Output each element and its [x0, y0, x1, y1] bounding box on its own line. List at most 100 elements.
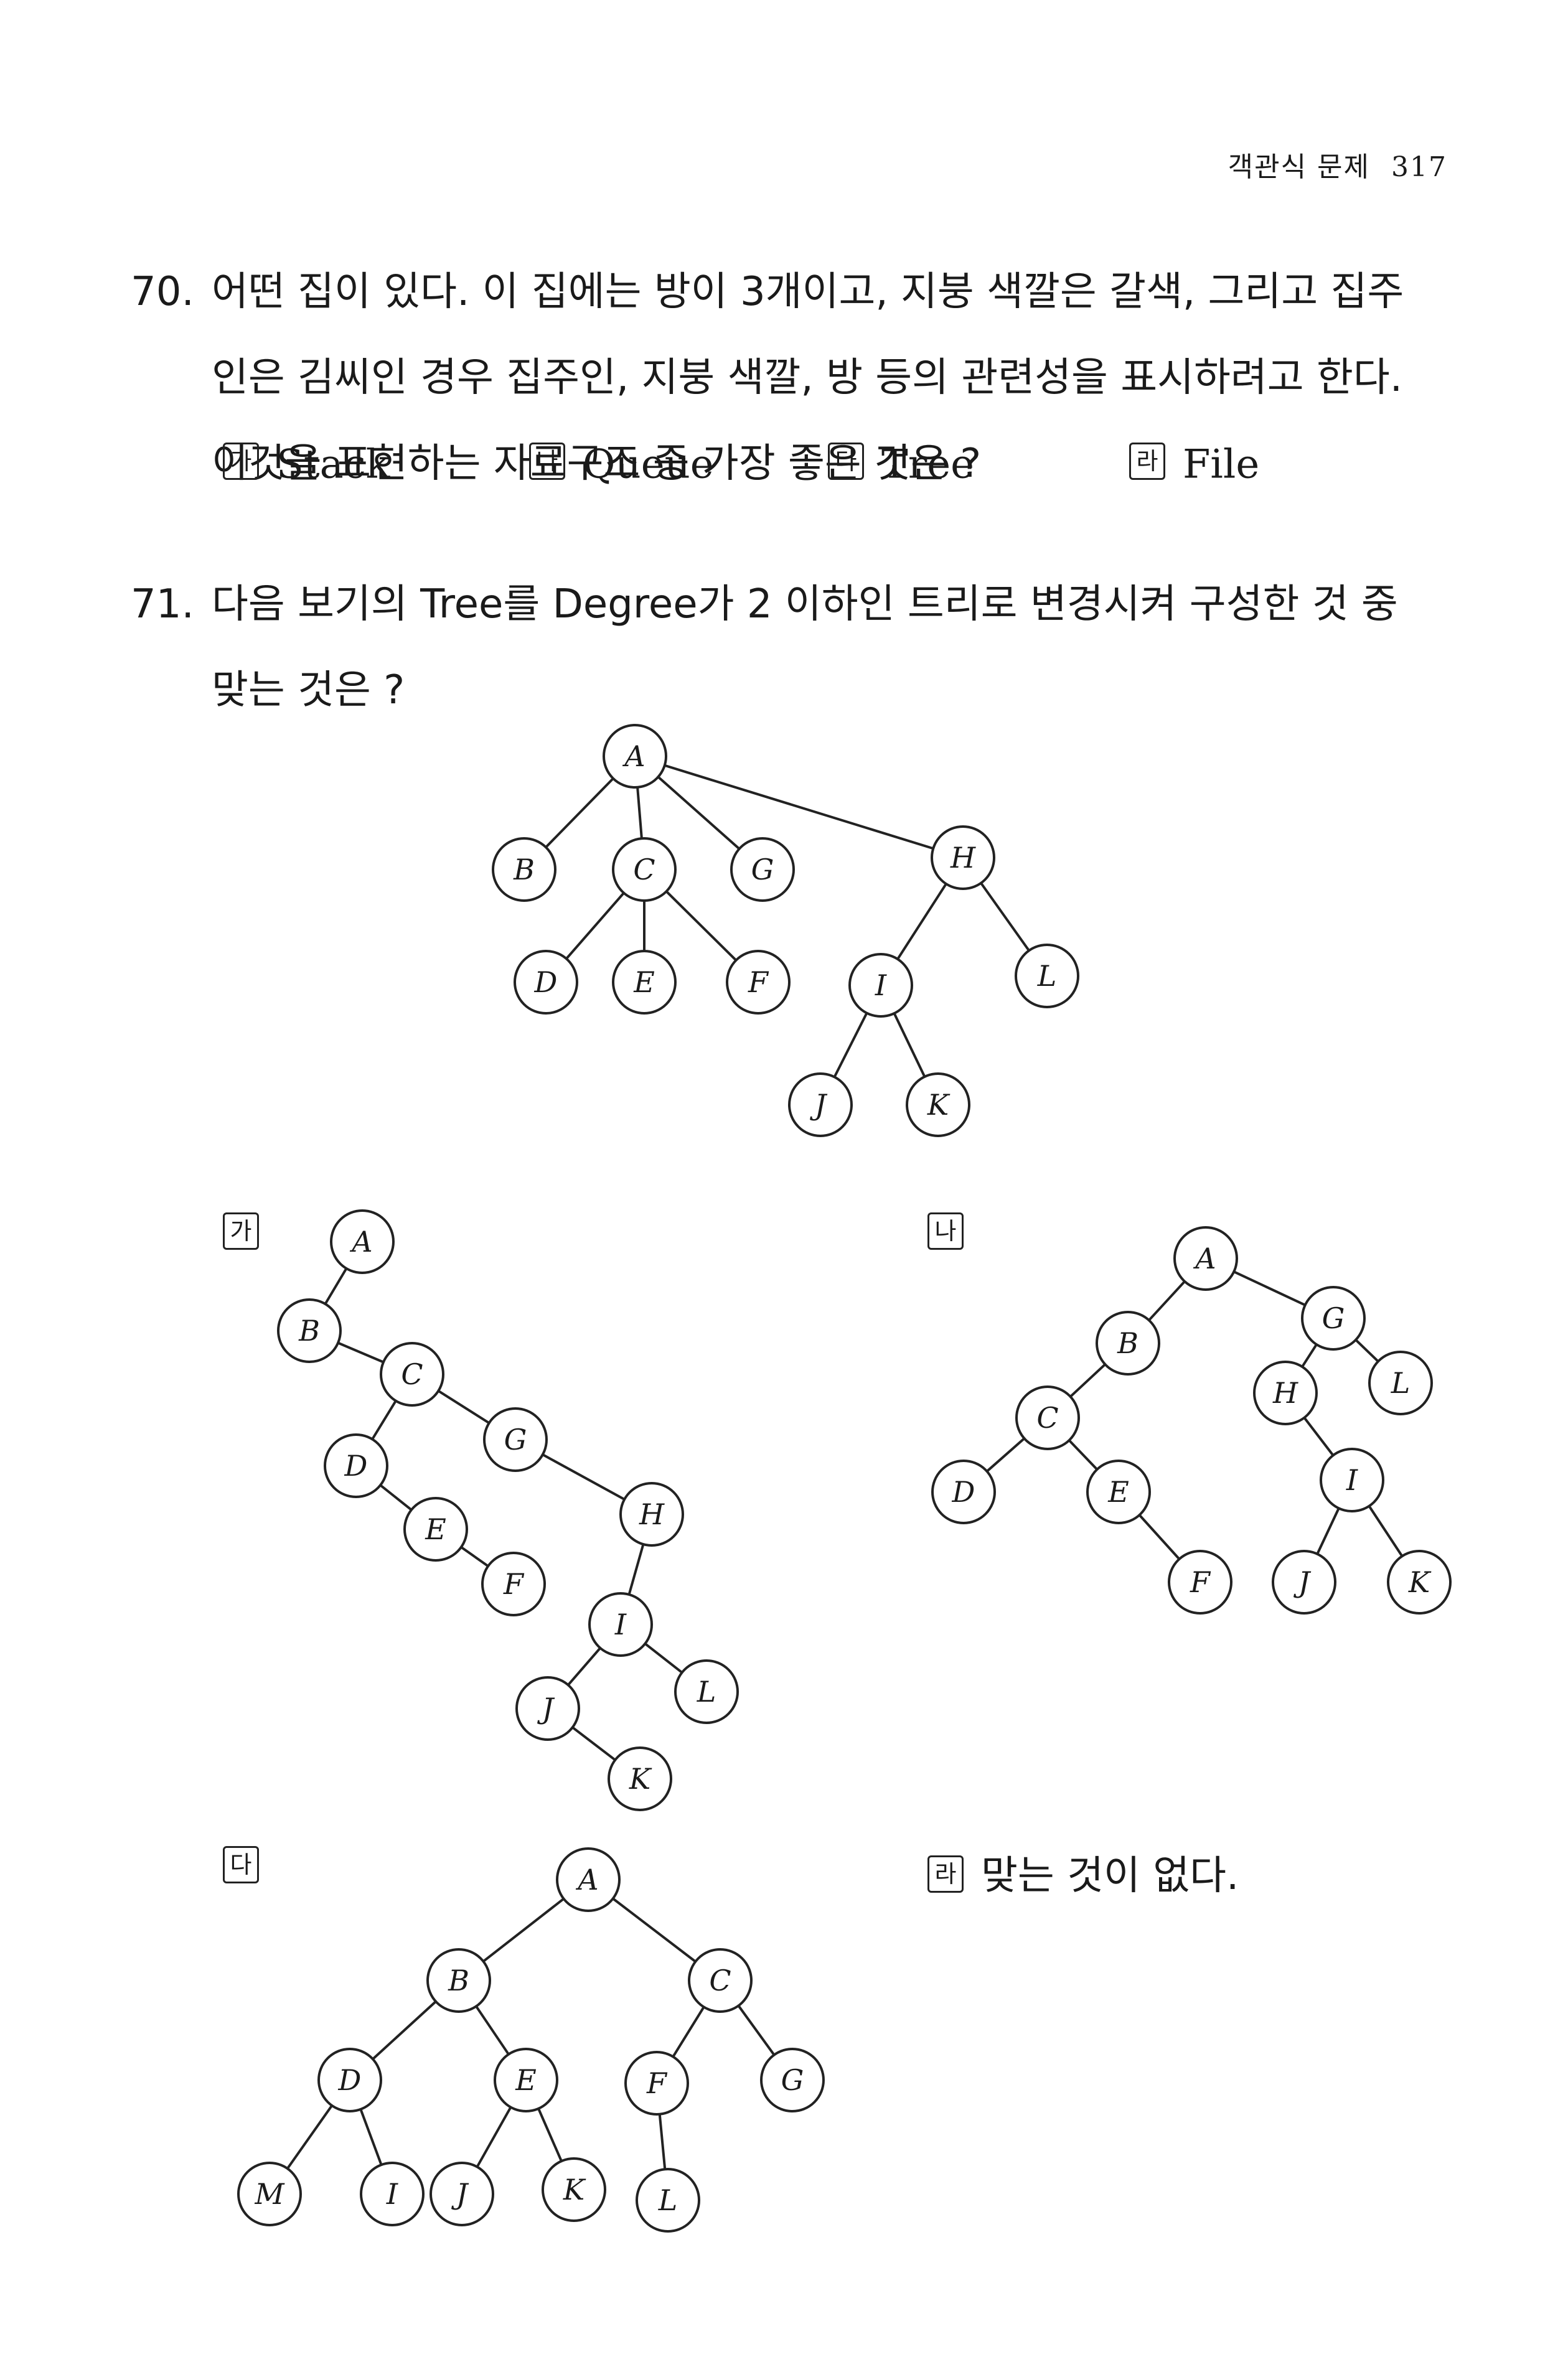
tree-edge [460, 1546, 489, 1567]
tree-edge [545, 777, 614, 848]
tree-node: K [542, 2157, 606, 2222]
tree-node: F [1168, 1550, 1232, 1615]
tree-edge [337, 1341, 384, 1364]
question-number: 71. [131, 581, 194, 627]
option-mark: 다 [223, 1846, 259, 1883]
tree-node: A [1173, 1226, 1238, 1291]
tree-edge [893, 1013, 926, 1077]
tree-node-label: G [1322, 1301, 1345, 1335]
tree-node: G [483, 1407, 548, 1472]
tree-node-circle [760, 2048, 825, 2112]
tree-edge [986, 1437, 1025, 1473]
tree-node: B [492, 837, 556, 902]
tree-edge [571, 1726, 616, 1761]
tree-node-circle [612, 950, 677, 1015]
tree-node-circle [1096, 1311, 1160, 1376]
tree-node-label: C [1036, 1401, 1058, 1435]
tree-node-label: F [748, 965, 769, 999]
tree-node-circle [1015, 944, 1079, 1008]
tree-node-circle [931, 825, 995, 890]
tree-node-label: L [658, 2183, 678, 2217]
option-c-label[interactable]: 다 [223, 1846, 259, 1887]
tree-node-circle [674, 1659, 739, 1724]
tree-node-circle [514, 950, 578, 1015]
option-a[interactable]: 가 Stack [223, 439, 390, 488]
tree-node: L [674, 1659, 739, 1724]
question-70: 70. 어떤 집이 있다. 이 집에는 방이 3개이고, 지붕 색깔은 갈색, … [131, 249, 1444, 507]
option-c[interactable]: 다 Tree [828, 439, 974, 488]
tree-node: K [906, 1072, 970, 1137]
option-text: Tree [881, 441, 975, 488]
tree-node-circle [330, 1209, 395, 1274]
tree-node-circle [556, 1847, 621, 1912]
tree-edge [438, 1390, 490, 1424]
tree-node: I [1320, 1448, 1384, 1512]
tree-node-label: L [1037, 959, 1057, 993]
tree-node: L [636, 2168, 700, 2233]
tree-edge [658, 2114, 667, 2170]
tree-node-circle [277, 1298, 342, 1363]
option-b-label[interactable]: 나 [927, 1212, 964, 1254]
tree-node: B [426, 1948, 491, 2013]
tree-node: M [237, 2162, 302, 2226]
tree-node: D [317, 2048, 382, 2112]
tree-edge [1138, 1514, 1180, 1560]
tree-node-label: I [614, 1608, 627, 1641]
tree-node-label: M [254, 2177, 285, 2211]
tree-node-label: H [950, 841, 976, 874]
tree-node-label: H [1272, 1376, 1298, 1410]
tree-edge [567, 1647, 601, 1686]
tree-node-label: B [1117, 1326, 1138, 1360]
tree-node-circle [608, 1746, 672, 1811]
tree-node-label: F [646, 2066, 668, 2100]
tree-node: D [514, 950, 578, 1015]
tree-node: K [608, 1746, 672, 1811]
tree-node: C [688, 1948, 753, 2013]
tree-node-circle [515, 1676, 580, 1741]
tree-edge [379, 1484, 413, 1511]
tree-node: E [612, 950, 677, 1015]
tree-edge [286, 2104, 333, 2170]
tree-node: A [330, 1209, 395, 1274]
option-mark: 가 [223, 1212, 259, 1250]
option-mark: 가 [223, 442, 259, 480]
option-a-label[interactable]: 가 [223, 1212, 259, 1254]
tree-edge [612, 1897, 697, 1963]
tree-node: D [324, 1433, 388, 1498]
tree-node-label: A [349, 1225, 372, 1259]
tree-node: I [848, 953, 913, 1018]
tree-node-circle [403, 1497, 468, 1562]
chapter-title: 객관식 문제 [1228, 151, 1371, 183]
tree-node-label: H [639, 1498, 665, 1531]
tree-edge [833, 1012, 868, 1078]
tree-node-label: A [1193, 1242, 1216, 1275]
tree-node: E [403, 1497, 468, 1562]
option-mark: 다 [828, 442, 864, 480]
page-number: 317 [1391, 151, 1447, 183]
tree-node-label: G [751, 853, 774, 886]
tree-node-circle [603, 724, 667, 789]
tree-node-circle [1387, 1550, 1452, 1615]
tree-node: H [1253, 1361, 1318, 1425]
option-text: Stack [276, 441, 390, 488]
tree-edge [372, 2000, 437, 2060]
tree-edge [565, 892, 625, 960]
tree-node-circle [588, 1592, 653, 1657]
tree-node-label: I [386, 2177, 398, 2211]
tree-edge [371, 1400, 397, 1440]
tree-node: I [588, 1592, 653, 1657]
tree-node-circle [906, 1072, 970, 1137]
tree-node-label: K [1408, 1565, 1432, 1599]
tree-node-label: K [563, 2173, 586, 2206]
tree-node: A [556, 1847, 621, 1912]
tree-edge [672, 2006, 705, 2058]
tree-node-circle [788, 1072, 853, 1137]
tree-node-label: K [629, 1762, 652, 1796]
tree-node-label: G [781, 2063, 804, 2097]
tree-edge [636, 787, 643, 839]
tree-node-circle [317, 2048, 382, 2112]
